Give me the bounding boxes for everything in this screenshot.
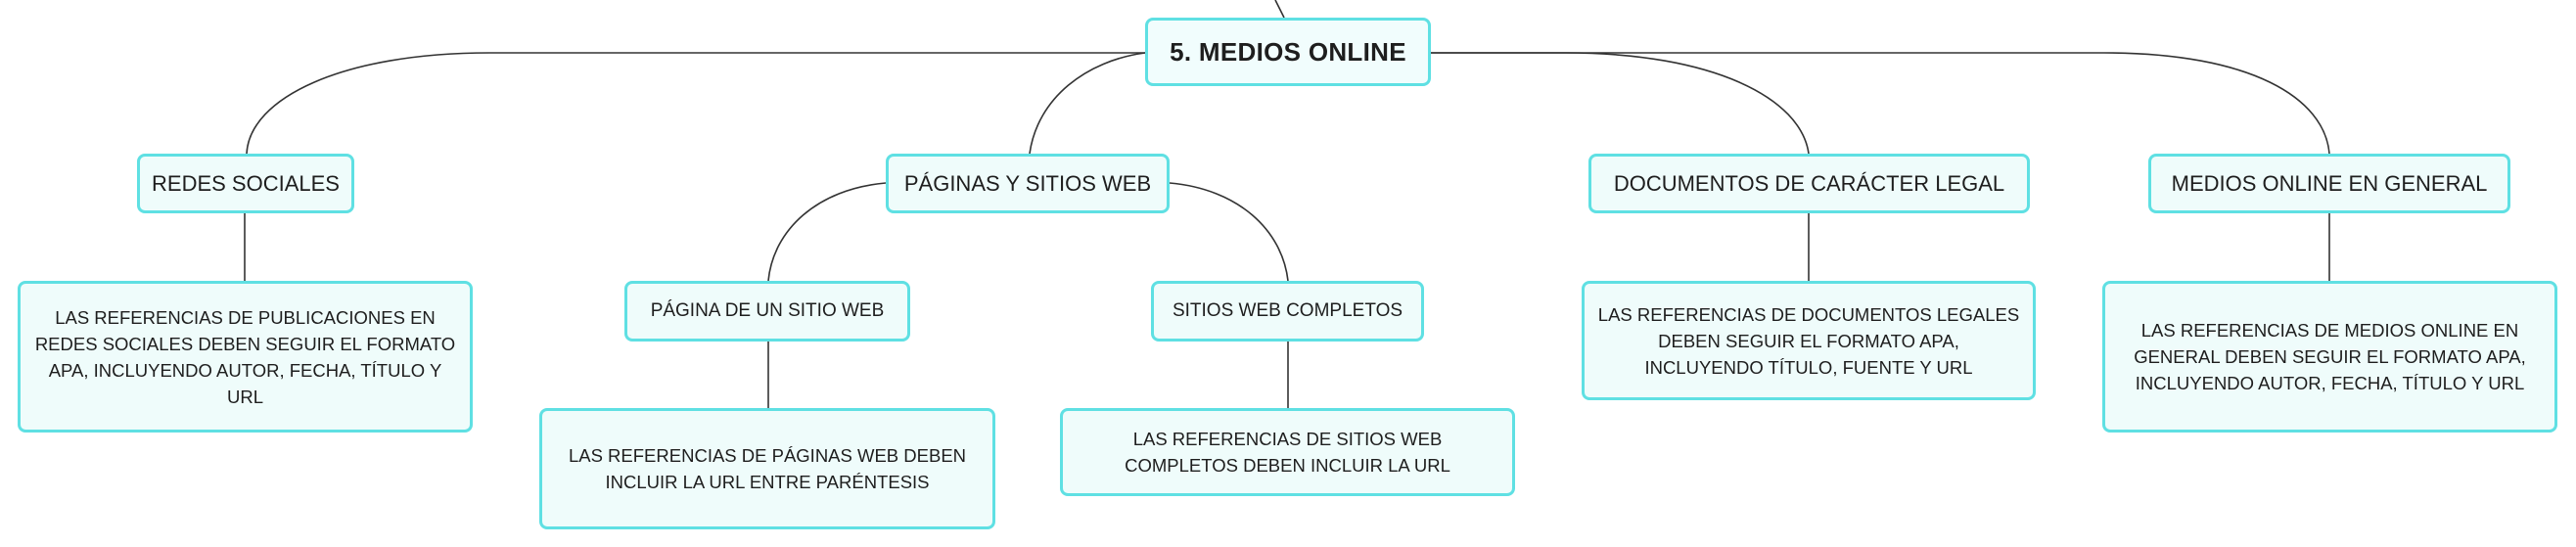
note-redes-sociales-text: LAS REFERENCIAS DE PUBLICACIONES EN REDE… bbox=[34, 306, 456, 407]
topic-medios-online-general[interactable]: MEDIOS ONLINE EN GENERAL bbox=[2148, 154, 2510, 213]
connector-root-paginas bbox=[1029, 52, 1146, 155]
note-medios-online-general[interactable]: LAS REFERENCIAS DE MEDIOS ONLINE EN GENE… bbox=[2102, 281, 2557, 433]
topic-pagina-sitio-web[interactable]: PÁGINA DE UN SITIO WEB bbox=[624, 281, 910, 342]
topic-documentos-legales-label: DOCUMENTOS DE CARÁCTER LEGAL bbox=[1613, 170, 2005, 196]
note-sitios-web-completos[interactable]: LAS REFERENCIAS DE SITIOS WEB COMPLETOS … bbox=[1060, 408, 1515, 496]
root-topic-label: 5. MEDIOS ONLINE bbox=[1170, 36, 1406, 67]
topic-pagina-sitio-web-label: PÁGINA DE UN SITIO WEB bbox=[650, 300, 885, 321]
connector-root-documentos bbox=[1431, 52, 1810, 155]
connector-root-redes bbox=[246, 52, 1145, 155]
topic-documentos-legales[interactable]: DOCUMENTOS DE CARÁCTER LEGAL bbox=[1588, 154, 2030, 213]
note-documentos-legales-text: LAS REFERENCIAS DE DOCUMENTOS LEGALES DE… bbox=[1597, 303, 2020, 378]
note-pagina-sitio-web[interactable]: LAS REFERENCIAS DE PÁGINAS WEB DEBEN INC… bbox=[539, 408, 995, 529]
topic-sitios-web-completos-label: SITIOS WEB COMPLETOS bbox=[1172, 300, 1403, 321]
note-documentos-legales[interactable]: LAS REFERENCIAS DE DOCUMENTOS LEGALES DE… bbox=[1582, 281, 2036, 400]
connector-parent bbox=[1274, 0, 1285, 19]
topic-redes-sociales[interactable]: REDES SOCIALES bbox=[137, 154, 354, 213]
connector-root-general bbox=[1431, 52, 2330, 155]
root-topic[interactable]: 5. MEDIOS ONLINE bbox=[1145, 18, 1431, 86]
topic-medios-online-general-label: MEDIOS ONLINE EN GENERAL bbox=[2171, 170, 2488, 196]
note-redes-sociales[interactable]: LAS REFERENCIAS DE PUBLICACIONES EN REDE… bbox=[18, 281, 473, 433]
topic-sitios-web-completos[interactable]: SITIOS WEB COMPLETOS bbox=[1151, 281, 1424, 342]
topic-redes-sociales-label: REDES SOCIALES bbox=[152, 170, 340, 196]
topic-paginas-sitios-web-label: PÁGINAS Y SITIOS WEB bbox=[903, 170, 1152, 196]
note-pagina-sitio-web-text: LAS REFERENCIAS DE PÁGINAS WEB DEBEN INC… bbox=[568, 445, 967, 492]
connector-paginas-pagina bbox=[767, 182, 887, 282]
note-sitios-web-completos-text: LAS REFERENCIAS DE SITIOS WEB COMPLETOS … bbox=[1125, 429, 1450, 476]
note-medios-online-general-text: LAS REFERENCIAS DE MEDIOS ONLINE EN GENE… bbox=[2134, 320, 2526, 393]
topic-paginas-sitios-web[interactable]: PÁGINAS Y SITIOS WEB bbox=[886, 154, 1170, 213]
connector-paginas-sitios bbox=[1169, 182, 1289, 282]
